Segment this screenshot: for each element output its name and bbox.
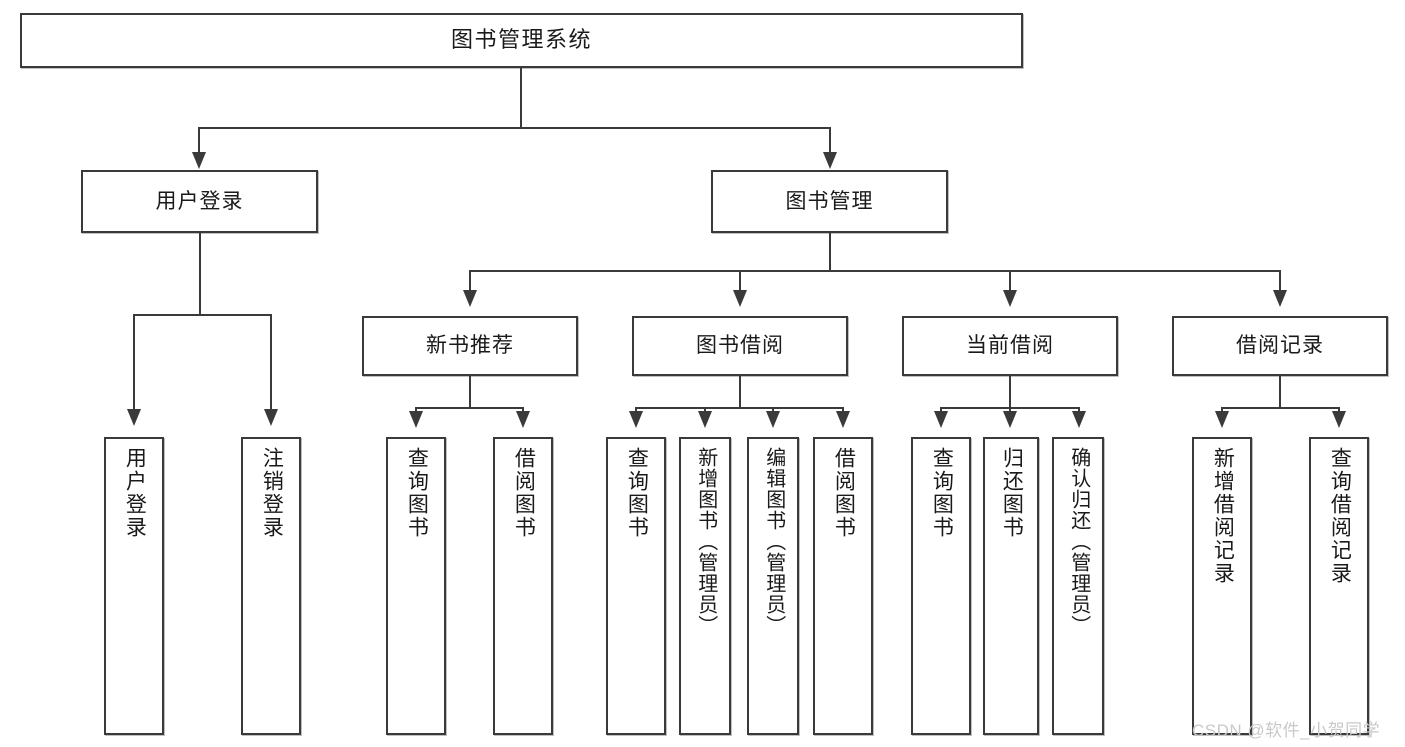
node-label: 图书管理系统 xyxy=(450,27,592,53)
leaf-borrow-record-query-record[interactable]: 查询借阅记录 xyxy=(1309,437,1369,735)
node-label: 借阅记录 xyxy=(1236,334,1324,358)
node-label: 确认归还（管理员） xyxy=(1067,447,1090,636)
leaf-current-borrow-query-book[interactable]: 查询图书 xyxy=(911,437,971,735)
connector-book-management-bus xyxy=(470,270,1280,272)
leaf-book-borrow-add-book-admin[interactable]: 新增图书（管理员） xyxy=(679,437,731,735)
node-current-borrow[interactable]: 当前借阅 xyxy=(902,316,1118,376)
node-new-book-recommend[interactable]: 新书推荐 xyxy=(362,316,578,376)
connector-user-login-bus xyxy=(134,314,271,316)
connector-user-login-to-leaf-2 xyxy=(270,314,272,411)
connector-bb-to-leaf-4 xyxy=(842,407,844,414)
connector-root-stem xyxy=(520,68,522,128)
leaf-user-login-login[interactable]: 用户登录 xyxy=(104,437,164,735)
connector-cb-to-leaf-3 xyxy=(1078,407,1080,414)
node-label: 查询借阅记录 xyxy=(1328,447,1352,585)
arrowhead-new-book-recommend xyxy=(463,290,477,307)
connector-bb-stem xyxy=(739,376,741,408)
arrowhead-br-leaf-2 xyxy=(1332,411,1346,428)
leaf-new-book-query-book[interactable]: 查询图书 xyxy=(386,437,446,735)
arrowhead-to-book-management xyxy=(823,152,837,169)
node-root-library-management-system[interactable]: 图书管理系统 xyxy=(20,13,1023,68)
connector-bm-to-new-book xyxy=(469,270,471,292)
watermark-text: CSDN @软件_小贺同学 xyxy=(1192,721,1381,740)
arrowhead-nbr-leaf-2 xyxy=(516,411,530,428)
node-borrow-record[interactable]: 借阅记录 xyxy=(1172,316,1388,376)
node-label: 图书借阅 xyxy=(696,334,784,358)
connector-nbr-to-leaf-1 xyxy=(415,407,417,414)
connector-nbr-stem xyxy=(469,376,471,408)
leaf-new-book-borrow-book[interactable]: 借阅图书 xyxy=(493,437,553,735)
connector-root-to-book-management xyxy=(829,127,831,154)
node-label: 新增图书（管理员） xyxy=(694,447,717,636)
connector-bm-to-current-borrow xyxy=(1009,270,1011,292)
leaf-borrow-record-add-record[interactable]: 新增借阅记录 xyxy=(1192,437,1252,735)
node-label: 查询图书 xyxy=(405,447,429,539)
connector-bb-to-leaf-1 xyxy=(635,407,637,414)
node-label: 新增借阅记录 xyxy=(1211,447,1235,585)
connector-br-bus xyxy=(1222,407,1339,409)
node-label: 注销登录 xyxy=(260,447,284,539)
connector-root-bus xyxy=(199,127,831,129)
arrowhead-br-leaf-1 xyxy=(1215,411,1229,428)
arrowhead-user-login-leaf-1 xyxy=(127,409,141,426)
node-label: 借阅图书 xyxy=(832,447,856,539)
connector-cb-to-leaf-1 xyxy=(940,407,942,414)
arrowhead-user-login-leaf-2 xyxy=(264,409,278,426)
arrowhead-cb-leaf-1 xyxy=(934,411,948,428)
connector-br-to-leaf-2 xyxy=(1338,407,1340,414)
node-label: 用户登录 xyxy=(155,189,244,213)
connector-bb-bus xyxy=(636,407,843,409)
connector-br-stem xyxy=(1279,376,1281,408)
node-label: 编辑图书（管理员） xyxy=(762,447,785,636)
connector-user-login-stem xyxy=(199,233,201,315)
node-label: 归还图书 xyxy=(1000,447,1024,539)
arrowhead-cb-leaf-2 xyxy=(1003,411,1017,428)
node-label: 查询图书 xyxy=(625,447,649,539)
arrowhead-bb-leaf-3 xyxy=(766,411,780,428)
leaf-current-borrow-return-book[interactable]: 归还图书 xyxy=(983,437,1039,735)
connector-cb-to-leaf-2 xyxy=(1009,407,1011,414)
connector-root-to-user-login xyxy=(198,127,200,154)
connector-user-login-to-leaf-1 xyxy=(133,314,135,411)
connector-bm-to-borrow-record xyxy=(1279,270,1281,292)
connector-cb-stem xyxy=(1009,376,1011,408)
connector-nbr-bus xyxy=(416,407,523,409)
arrowhead-current-borrow xyxy=(1003,290,1017,307)
node-label: 当前借阅 xyxy=(966,334,1054,358)
connector-bm-to-book-borrow xyxy=(739,270,741,292)
arrowhead-book-borrow xyxy=(733,290,747,307)
arrowhead-to-user-login xyxy=(192,152,206,169)
arrowhead-bb-leaf-2 xyxy=(698,411,712,428)
leaf-book-borrow-query-book[interactable]: 查询图书 xyxy=(606,437,666,735)
node-label: 查询图书 xyxy=(930,447,954,539)
arrowhead-bb-leaf-4 xyxy=(836,411,850,428)
node-user-login[interactable]: 用户登录 xyxy=(81,170,318,233)
connector-bb-to-leaf-2 xyxy=(704,407,706,414)
leaf-book-borrow-edit-book-admin[interactable]: 编辑图书（管理员） xyxy=(747,437,799,735)
leaf-user-login-logout[interactable]: 注销登录 xyxy=(241,437,301,735)
arrowhead-nbr-leaf-1 xyxy=(409,411,423,428)
node-label: 新书推荐 xyxy=(426,334,514,358)
leaf-current-borrow-confirm-return-admin[interactable]: 确认归还（管理员） xyxy=(1052,437,1104,735)
arrowhead-borrow-record xyxy=(1273,290,1287,307)
connector-br-to-leaf-1 xyxy=(1221,407,1223,414)
node-label: 图书管理 xyxy=(785,189,874,213)
node-label: 借阅图书 xyxy=(512,447,536,539)
node-book-management[interactable]: 图书管理 xyxy=(711,170,948,233)
connector-nbr-to-leaf-2 xyxy=(522,407,524,414)
connector-bb-to-leaf-3 xyxy=(772,407,774,414)
leaf-book-borrow-borrow-book[interactable]: 借阅图书 xyxy=(813,437,873,735)
node-book-borrow[interactable]: 图书借阅 xyxy=(632,316,848,376)
arrowhead-bb-leaf-1 xyxy=(629,411,643,428)
node-label: 用户登录 xyxy=(123,447,147,539)
arrowhead-cb-leaf-3 xyxy=(1072,411,1086,428)
connector-book-management-stem xyxy=(829,233,831,271)
